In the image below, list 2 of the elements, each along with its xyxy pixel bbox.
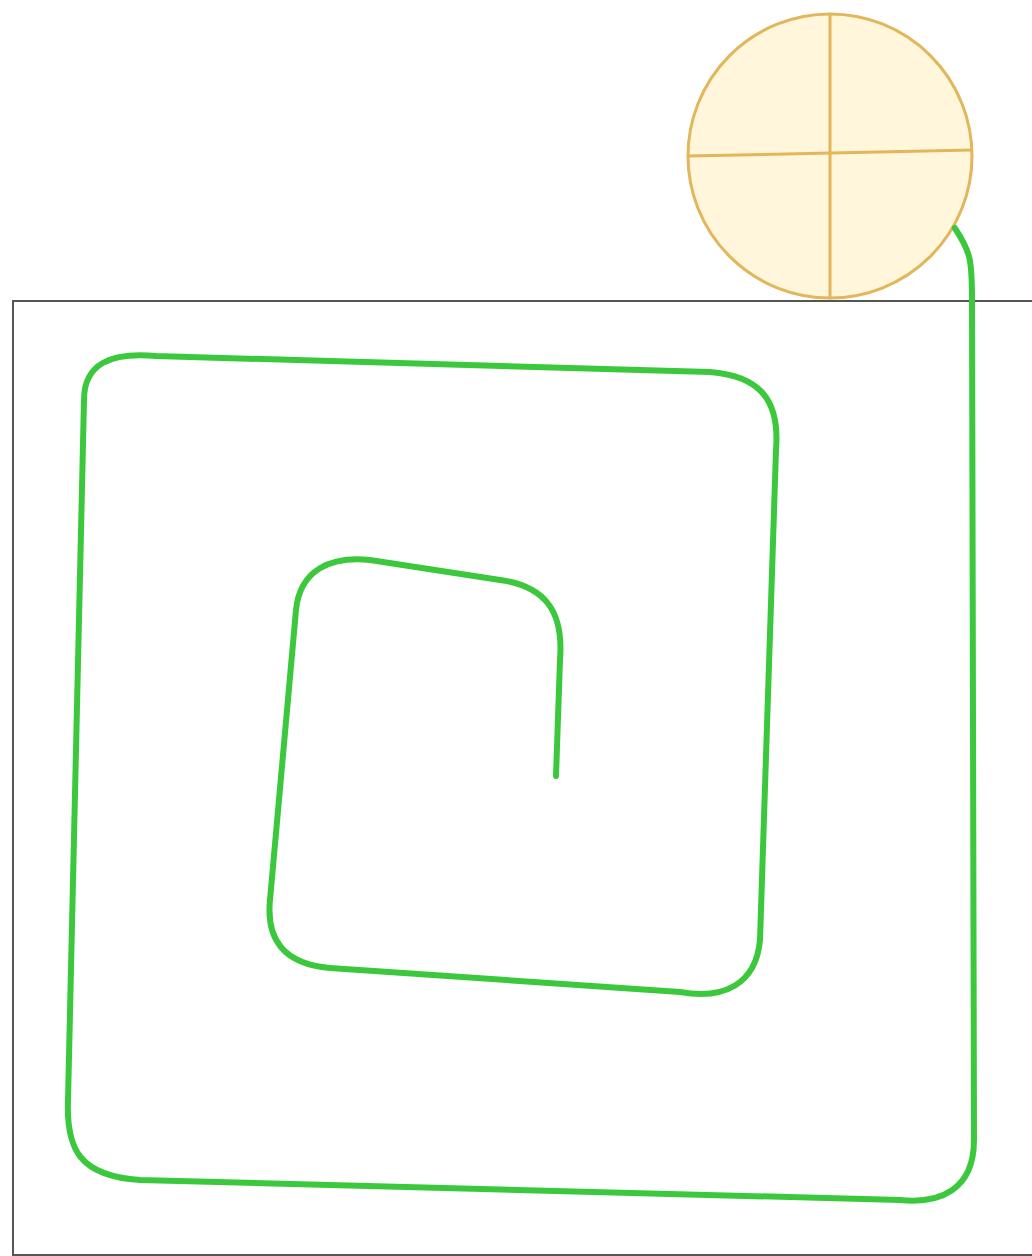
rectangle-outline — [12, 300, 1032, 1256]
crosshair-circle — [686, 12, 974, 300]
